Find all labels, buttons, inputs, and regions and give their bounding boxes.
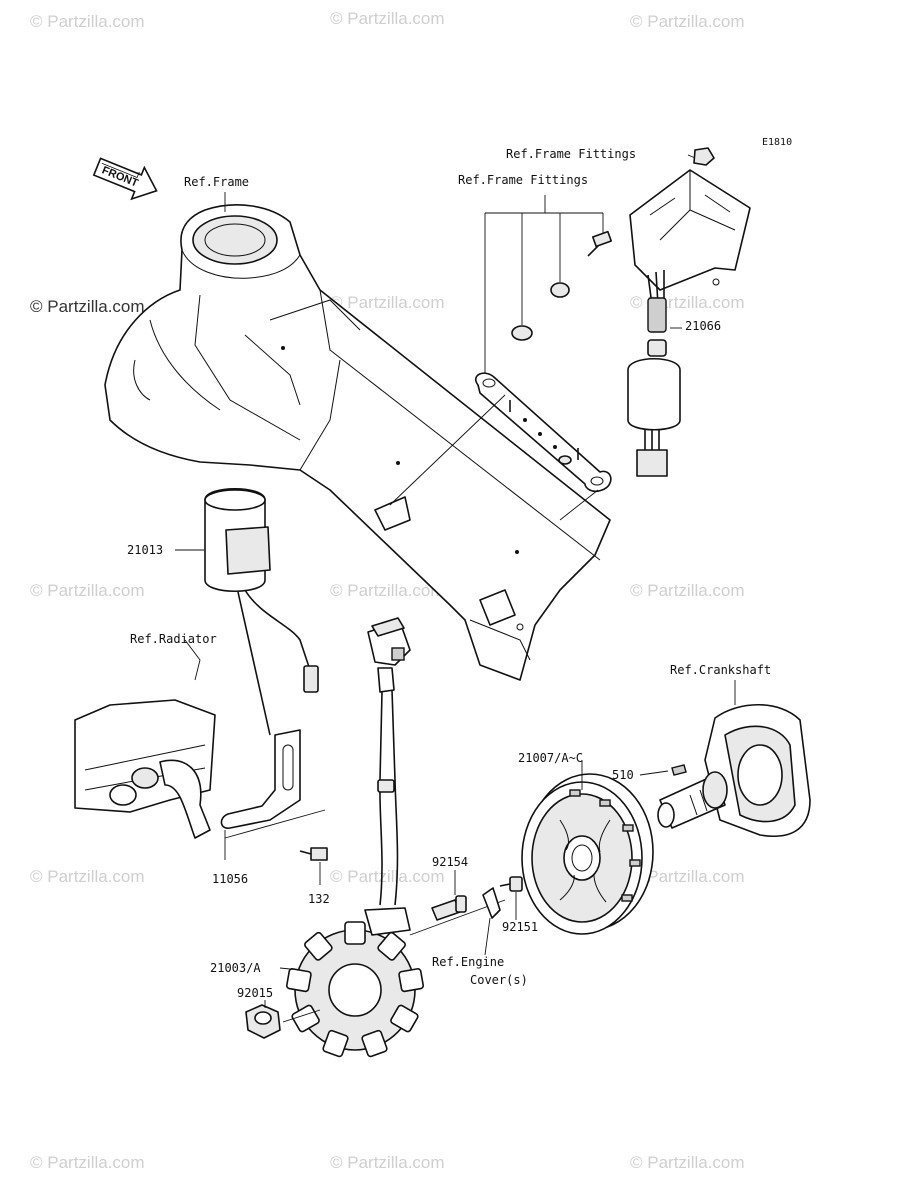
watermark: © Partzilla.com bbox=[30, 12, 145, 31]
label-ref-radiator: Ref.Radiator bbox=[130, 632, 217, 646]
collar-icon bbox=[550, 282, 570, 298]
label-ref-crankshaft: Ref.Crankshaft bbox=[670, 663, 771, 677]
watermark: © Partzilla.com bbox=[330, 867, 445, 886]
label-part-92151: 92151 bbox=[502, 920, 538, 934]
bracket-11056 bbox=[220, 729, 328, 885]
label-ref-engine-cover-line2: Cover(s) bbox=[470, 973, 528, 987]
watermark: © Partzilla.com bbox=[330, 581, 445, 600]
label-part-132: 132 bbox=[308, 892, 330, 906]
label-ref-frame: Ref.Frame bbox=[184, 175, 249, 189]
bolt-icon bbox=[299, 847, 328, 861]
stator bbox=[279, 907, 425, 1058]
diagram-code: E1810 bbox=[762, 137, 792, 148]
mounting-bracket bbox=[475, 372, 612, 493]
brand-text: © Partzilla.com bbox=[30, 297, 145, 316]
watermark: © Partzilla.com bbox=[30, 1153, 145, 1172]
label-ref-frame-fittings-top: Ref.Frame Fittings bbox=[506, 147, 636, 161]
labels: Ref.Frame Ref.Frame Fittings Ref.Frame F… bbox=[127, 147, 771, 1000]
label-part-21066: 21066 bbox=[685, 319, 721, 333]
stator-poles bbox=[285, 921, 425, 1058]
crankshaft bbox=[639, 680, 811, 837]
radiator bbox=[74, 639, 216, 839]
screw-icon bbox=[499, 876, 523, 892]
watermark: © Partzilla.com bbox=[630, 12, 745, 31]
watermark: © Partzilla.com bbox=[630, 581, 745, 600]
collar-icon bbox=[511, 325, 533, 341]
label-ref-frame-fittings: Ref.Frame Fittings bbox=[458, 173, 588, 187]
flywheel bbox=[521, 760, 654, 935]
ignition-coil bbox=[175, 487, 319, 736]
watermark: © Partzilla.com bbox=[330, 293, 445, 312]
stator-harness bbox=[367, 617, 411, 906]
label-part-21007: 21007/A~C bbox=[518, 751, 583, 765]
label-part-92154: 92154 bbox=[432, 855, 468, 869]
key-icon bbox=[671, 764, 687, 776]
label-part-21013: 21013 bbox=[127, 543, 163, 557]
front-arrow-icon: FRONT bbox=[92, 157, 158, 201]
clamp-icon bbox=[482, 887, 501, 919]
label-part-510: 510 bbox=[612, 768, 634, 782]
regulator-rectifier bbox=[627, 147, 751, 477]
label-part-21003: 21003/A bbox=[210, 961, 261, 975]
watermark: © Partzilla.com bbox=[630, 293, 745, 312]
label-part-11056: 11056 bbox=[212, 872, 248, 886]
label-part-92015: 92015 bbox=[237, 986, 273, 1000]
nut-92015 bbox=[245, 1000, 321, 1039]
watermark: © Partzilla.com bbox=[630, 1153, 745, 1172]
bolt-icon bbox=[587, 230, 613, 257]
frame-drawing bbox=[104, 204, 611, 681]
fasteners bbox=[409, 870, 523, 956]
watermarks: © Partzilla.com © Partzilla.com © Partzi… bbox=[30, 9, 745, 1172]
watermark: © Partzilla.com bbox=[330, 1153, 445, 1172]
watermark: © Partzilla.com bbox=[630, 867, 745, 886]
watermark: © Partzilla.com bbox=[30, 867, 145, 886]
label-ref-engine-cover-line1: Ref.Engine bbox=[432, 955, 504, 969]
watermark: © Partzilla.com bbox=[30, 581, 145, 600]
bolt-icon bbox=[431, 895, 467, 921]
frame-fittings bbox=[389, 195, 613, 521]
watermark: © Partzilla.com bbox=[330, 9, 445, 28]
nut-icon bbox=[693, 147, 715, 166]
